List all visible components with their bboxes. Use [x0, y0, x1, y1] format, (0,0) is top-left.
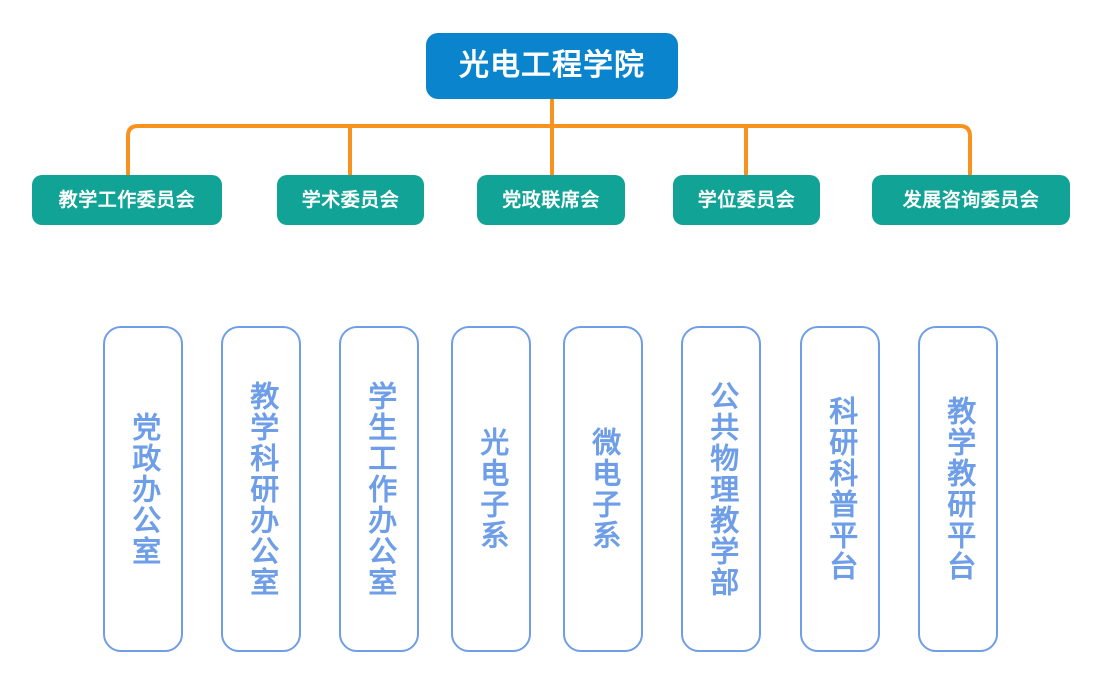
committee-node-2-label: 学术委员会 — [301, 189, 400, 211]
department-node-4[interactable]: 光电子系 — [451, 326, 531, 652]
department-node-8-label: 教学教研平台 — [942, 396, 975, 582]
department-node-6[interactable]: 公共物理教学部 — [681, 326, 761, 652]
committee-node-5[interactable]: 发展咨询委员会 — [872, 175, 1070, 225]
connector-bus-right — [552, 124, 972, 175]
department-node-3[interactable]: 学生工作办公室 — [339, 326, 419, 652]
department-node-5-label: 微电子系 — [587, 427, 620, 551]
department-node-3-label: 学生工作办公室 — [363, 380, 396, 598]
root-node-college[interactable]: 光电工程学院 — [426, 33, 678, 99]
department-node-4-label: 光电子系 — [475, 427, 508, 551]
connector-bus-left — [126, 124, 552, 175]
department-node-5[interactable]: 微电子系 — [563, 326, 643, 652]
department-node-1-label: 党政办公室 — [127, 411, 160, 567]
committee-node-5-label: 发展咨询委员会 — [902, 189, 1040, 211]
department-node-1[interactable]: 党政办公室 — [103, 326, 183, 652]
department-node-7[interactable]: 科研科普平台 — [800, 326, 880, 652]
committee-node-4[interactable]: 学位委员会 — [673, 175, 820, 225]
committee-node-3-label: 党政联席会 — [502, 189, 600, 211]
committee-node-4-label: 学位委员会 — [697, 189, 796, 211]
department-node-2-label: 教学科研办公室 — [245, 380, 278, 598]
department-node-8[interactable]: 教学教研平台 — [918, 326, 998, 652]
root-node-label: 光电工程学院 — [459, 49, 645, 82]
committee-node-1[interactable]: 教学工作委员会 — [32, 175, 222, 225]
committee-node-2[interactable]: 学术委员会 — [277, 175, 424, 225]
department-node-6-label: 公共物理教学部 — [705, 380, 738, 598]
department-node-2[interactable]: 教学科研办公室 — [221, 326, 301, 652]
committee-node-3[interactable]: 党政联席会 — [477, 175, 625, 225]
committee-node-1-label: 教学工作委员会 — [58, 189, 196, 211]
department-node-7-label: 科研科普平台 — [824, 396, 857, 582]
